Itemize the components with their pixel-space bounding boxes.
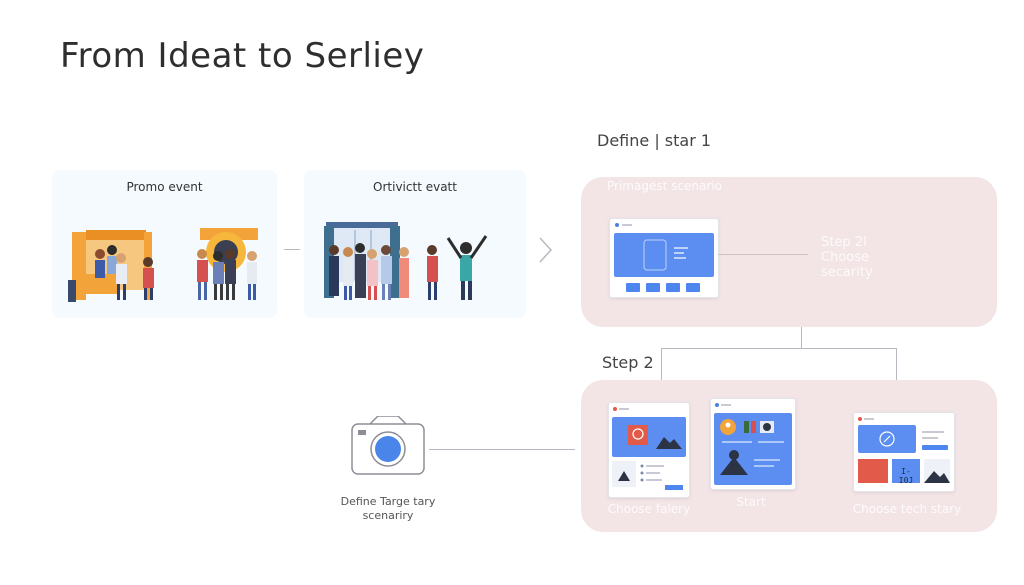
camera-connector xyxy=(429,449,575,450)
middle-event-card: Ortivictt evatt xyxy=(304,170,526,318)
chevron-right-icon xyxy=(539,237,553,263)
option-window-2 xyxy=(710,398,796,490)
thumb-1 xyxy=(626,283,640,292)
option-caption-2: Start xyxy=(736,495,766,509)
option-caption-1: Choose falery xyxy=(607,502,691,516)
page-title: From Ideat to Serliey xyxy=(60,36,425,76)
tree-crossbar xyxy=(661,348,897,349)
scenario-window xyxy=(609,218,719,298)
option-window-3: I-I0J xyxy=(853,412,955,492)
phone-icon xyxy=(643,239,688,271)
tree-trunk xyxy=(801,327,802,349)
thumb-3 xyxy=(666,283,680,292)
crowd-illustration xyxy=(324,222,488,300)
option-window-1 xyxy=(608,402,690,498)
top-scenario-panel: Primagest scenario Step 2I Choose secari… xyxy=(581,177,997,327)
camera-icon xyxy=(351,416,425,475)
top-panel-heading: Primagest scenario xyxy=(607,179,722,193)
tile-badge: I-I0J xyxy=(898,467,914,485)
panel-connector xyxy=(718,254,808,255)
mountain-icon xyxy=(612,461,683,490)
tree-branch-left xyxy=(661,348,662,380)
window-dot xyxy=(615,223,619,227)
top-panel-step-text: Step 2I Choose secarity xyxy=(821,235,873,280)
image-placeholder-icon xyxy=(628,425,682,449)
bottom-options-panel: I-I0J Choose falery Start Choose tech st… xyxy=(581,380,997,532)
step-2-label: Step 2 xyxy=(602,353,654,372)
thumb-2 xyxy=(646,283,660,292)
compass-icon xyxy=(879,431,895,447)
thumb-4 xyxy=(686,283,700,292)
tile-row xyxy=(858,459,950,483)
camera-caption: Define Targe tary scenariry xyxy=(340,495,436,522)
promo-event-illustration xyxy=(68,228,258,302)
tree-branch-right xyxy=(896,348,897,380)
define-step-label: Define | star 1 xyxy=(597,131,712,150)
scenario-blue-panel xyxy=(614,233,714,277)
user-avatar-icon xyxy=(720,419,784,475)
middle-event-label: Ortivictt evatt xyxy=(373,180,457,194)
option-caption-3: Choose tech stary xyxy=(852,502,962,516)
promo-event-label: Promo event xyxy=(126,180,203,194)
connector-line xyxy=(284,249,300,250)
promo-event-card: Promo event xyxy=(52,170,277,318)
